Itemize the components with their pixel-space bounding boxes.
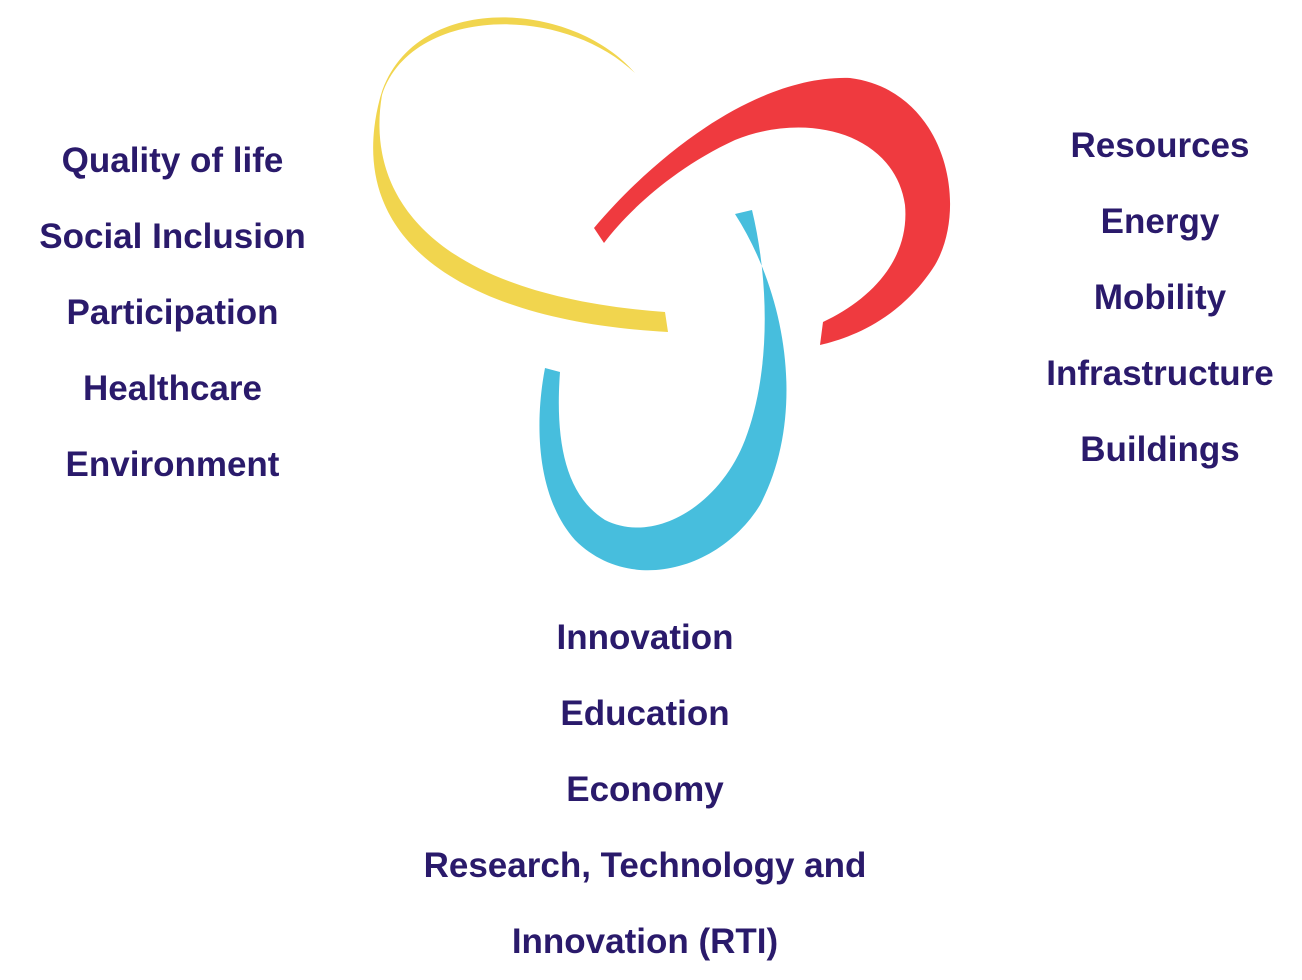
bottom-item-innovation: Innovation — [556, 618, 734, 657]
right-category-list: Resources Energy Mobility Infrastructure… — [1010, 108, 1302, 488]
right-item-resources: Resources — [1070, 126, 1250, 165]
right-item-buildings: Buildings — [1080, 430, 1240, 469]
blue-arc — [539, 210, 787, 571]
left-item-healthcare: Healthcare — [83, 369, 262, 408]
right-item-infrastructure: Infrastructure — [1046, 354, 1274, 393]
bottom-item-economy: Economy — [566, 770, 724, 809]
left-item-social-inclusion: Social Inclusion — [39, 217, 306, 256]
yellow-arc — [373, 17, 668, 333]
bottom-item-rti-line-1: Research, Technology and — [423, 846, 867, 885]
left-item-environment: Environment — [65, 445, 280, 484]
red-arc — [594, 77, 951, 345]
bottom-category-list: Innovation Education Economy Research, T… — [345, 600, 945, 980]
right-item-energy: Energy — [1100, 202, 1220, 241]
bottom-item-rti-line-2: Innovation (RTI) — [511, 922, 779, 961]
left-item-quality-of-life: Quality of life — [61, 141, 284, 180]
left-item-participation: Participation — [66, 293, 279, 332]
right-item-mobility: Mobility — [1093, 278, 1227, 317]
bottom-item-education: Education — [560, 694, 730, 733]
left-category-list: Quality of life Social Inclusion Partici… — [0, 123, 345, 503]
